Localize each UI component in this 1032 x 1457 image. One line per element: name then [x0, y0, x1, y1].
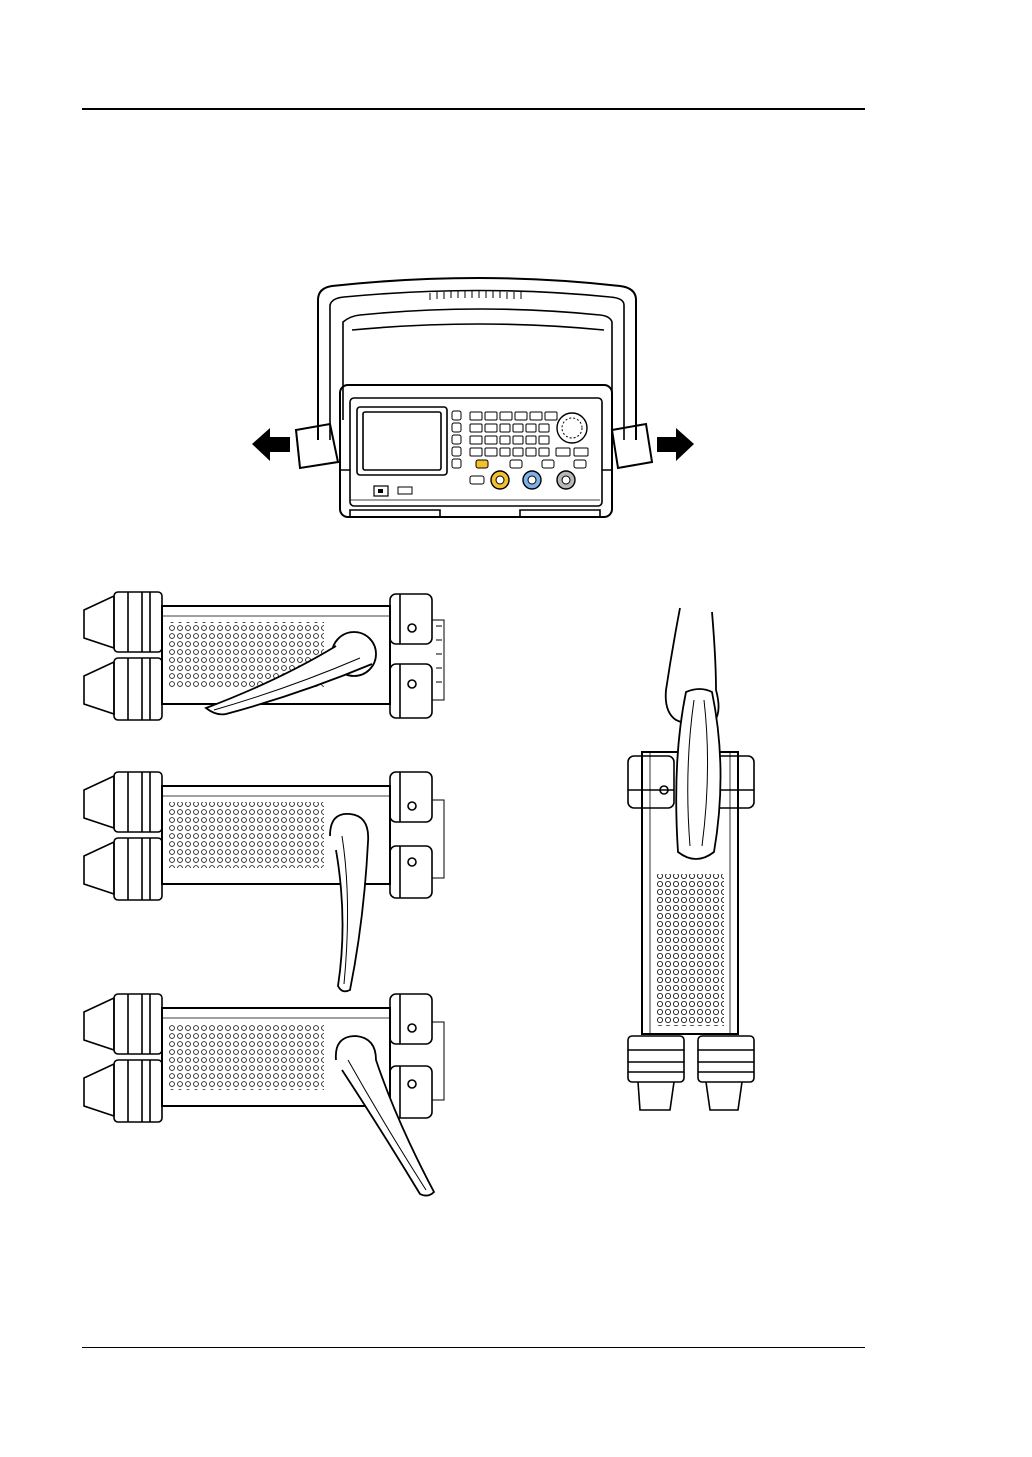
hand-carrying-instrument — [628, 608, 754, 1110]
front-view-figure — [296, 278, 652, 517]
arrow-left-icon — [252, 428, 290, 461]
side-view-handle-angled — [84, 994, 444, 1196]
side-view-handle-down — [84, 772, 444, 991]
arrow-right-icon — [657, 428, 694, 461]
side-view-handle-folded — [84, 592, 444, 720]
